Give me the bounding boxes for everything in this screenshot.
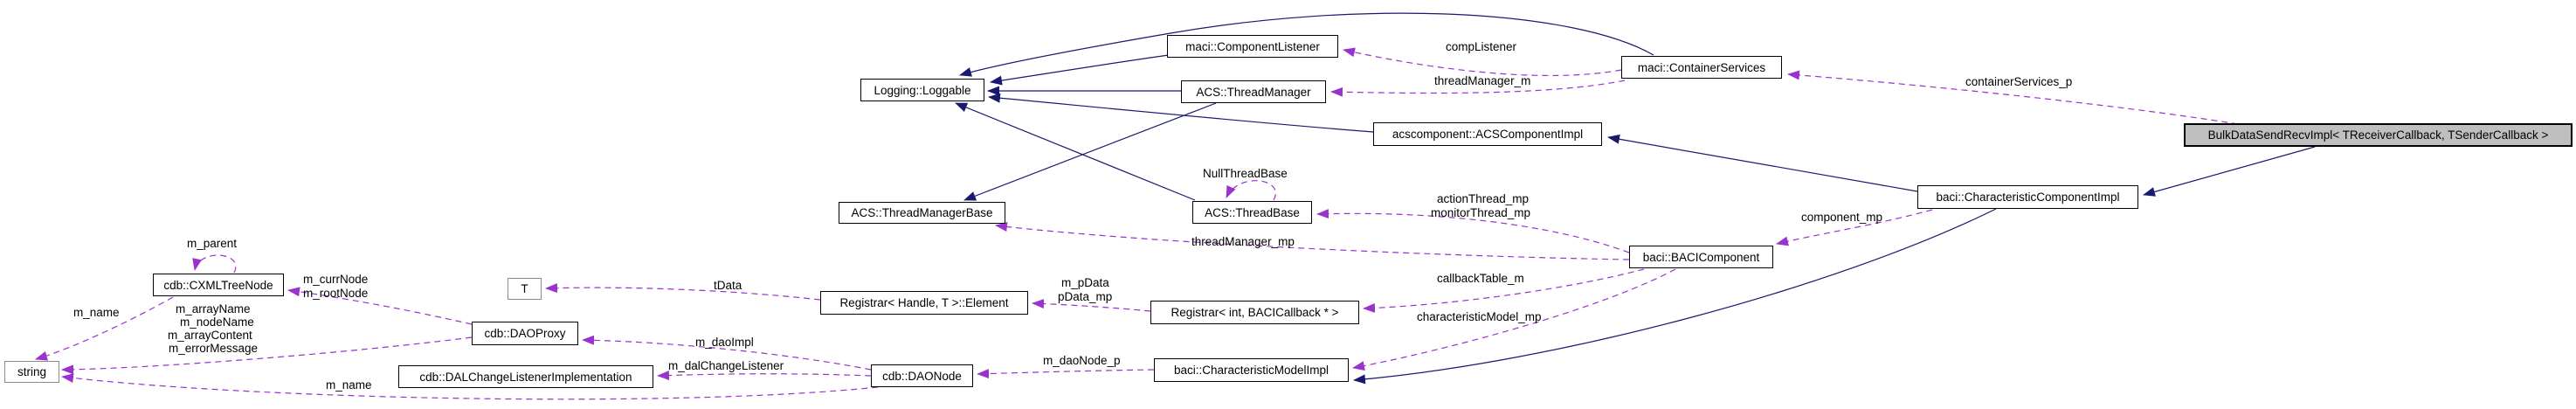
node-acs-threadmanager[interactable]: ACS::ThreadManager [1181, 80, 1326, 103]
edge-label-containerservices-p: containerServices_p [1965, 75, 2073, 88]
edge-label-m-name-tree: m_name [73, 306, 120, 319]
edge-label-m-dalchangelistener: m_dalChangeListener [668, 359, 784, 372]
edge-label-m-parent: m_parent [187, 237, 238, 250]
edge-label-component-mp: component_mp [1801, 211, 1883, 224]
node-cdb-daoproxy[interactable]: cdb::DAOProxy [472, 322, 578, 345]
edge-label-m-arrayname: m_arrayName [176, 302, 251, 315]
node-acs-threadbase[interactable]: ACS::ThreadBase [1192, 201, 1312, 224]
edge-label-m-currnode: m_currNode [303, 273, 369, 286]
node-registrar-int-bacicallback[interactable]: Registrar< int, BACICallback * > [1150, 301, 1359, 324]
node-baci-characteristiccomponentimpl[interactable]: baci::CharacteristicComponentImpl [1917, 185, 2138, 209]
edge-label-characteristicmodel-mp: characteristicModel_mp [1417, 310, 1542, 323]
node-cdb-cxmltreenode[interactable]: cdb::CXMLTreeNode [153, 274, 284, 296]
node-acs-threadmanagerbase[interactable]: ACS::ThreadManagerBase [839, 202, 1005, 224]
node-template-t: T [508, 278, 542, 300]
edge-label-tdata: tData [714, 279, 742, 292]
edge-label-m-nodename: m_nodeName [180, 315, 254, 329]
node-bulkdatasendrecvimpl: BulkDataSendRecvImpl< TReceiverCallback,… [2184, 123, 2573, 147]
edge-label-threadmanager-mp: threadManager_mp [1191, 235, 1295, 248]
edge-label-m-arraycontent: m_arrayContent [168, 329, 252, 342]
edge-label-m-rootnode: m_rootNode [303, 287, 369, 300]
edge-label-m-daoimpl: m_daoImpl [695, 336, 754, 349]
node-string: string [4, 361, 59, 383]
edge-label-nullthreadbase: NullThreadBase [1203, 167, 1288, 180]
edge-label-m-name-dao: m_name [326, 378, 372, 392]
node-cdb-dalchangelistenerimplementation[interactable]: cdb::DALChangeListenerImplementation [398, 365, 653, 388]
edge-label-callbacktable-m: callbackTable_m [1437, 272, 1524, 285]
edge-label-pdata-mp: pData_mp [1058, 290, 1113, 303]
edge-label-m-errormessage: m_errorMessage [169, 342, 259, 355]
edge-label-actionthread-mp: actionThread_mp [1437, 192, 1530, 205]
node-registrar-element[interactable]: Registrar< Handle, T >::Element [820, 291, 1028, 315]
node-logging-loggable[interactable]: Logging::Loggable [860, 79, 984, 101]
edge-label-m-pdata: m_pData [1061, 276, 1109, 289]
edge-label-complistener: compListener [1446, 40, 1517, 53]
node-maci-componentlistener[interactable]: maci::ComponentListener [1167, 35, 1338, 58]
edge-label-threadmanager-m: threadManager_m [1434, 74, 1531, 87]
node-baci-bacicomponent[interactable]: baci::BACIComponent [1629, 246, 1773, 268]
node-cdb-daonode[interactable]: cdb::DAONode [871, 364, 973, 387]
node-maci-containerservices[interactable]: maci::ContainerServices [1621, 56, 1782, 79]
node-acscomponent-acscomponentimpl[interactable]: acscomponent::ACSComponentImpl [1373, 122, 1602, 146]
node-baci-characteristicmodelimpl[interactable]: baci::CharacteristicModelImpl [1154, 358, 1349, 382]
edge-label-monitorthread-mp: monitorThread_mp [1431, 206, 1531, 219]
edge-label-m-daonode-p: m_daoNode_p [1043, 354, 1121, 367]
